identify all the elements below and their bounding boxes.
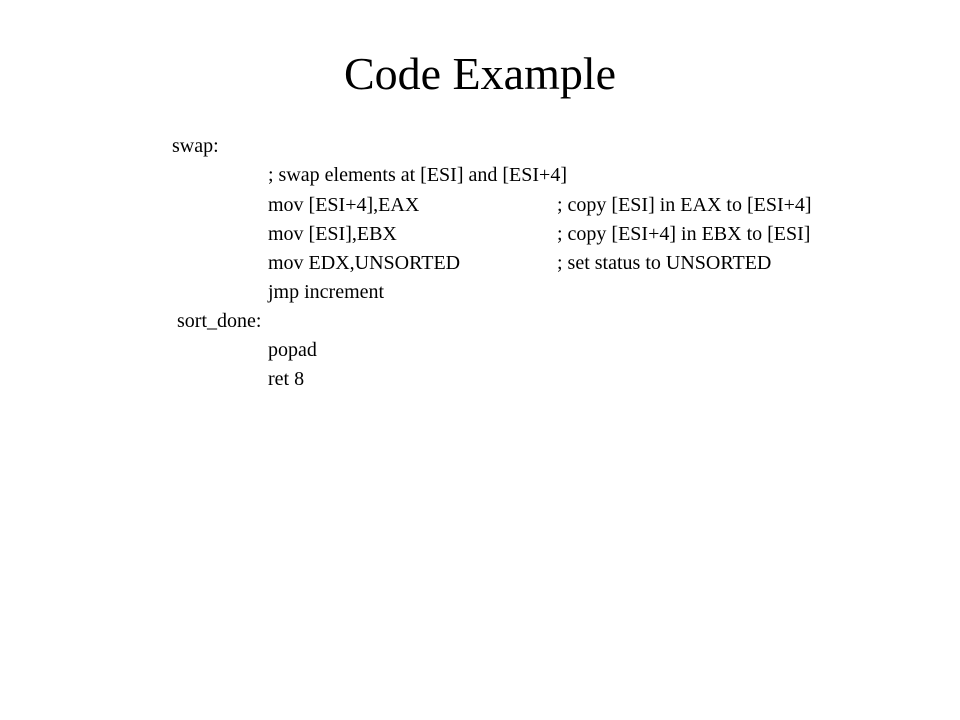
code-instruction-popad: popad [268, 339, 317, 361]
code-instruction: mov [ESI+4],EAX [268, 194, 420, 216]
code-instruction: mov [ESI],EBX [268, 223, 397, 245]
code-instruction-jmp: jmp increment [268, 281, 385, 303]
code-label-swap: swap: [172, 135, 219, 157]
code-comment: ; copy [ESI+4] in EBX to [ESI] [557, 223, 811, 245]
code-block: swap: ; swap elements at [ESI] and [ESI+… [0, 130, 960, 410]
code-instruction-ret: ret 8 [268, 368, 305, 390]
code-comment: ; copy [ESI] in EAX to [ESI+4] [557, 194, 812, 216]
code-label-sort-done: sort_done: [177, 310, 262, 332]
code-instruction: mov EDX,UNSORTED [268, 252, 461, 274]
code-comment-swap: ; swap elements at [ESI] and [ESI+4] [268, 164, 567, 186]
code-comment: ; set status to UNSORTED [557, 252, 772, 274]
slide-title: Code Example [343, 48, 617, 99]
